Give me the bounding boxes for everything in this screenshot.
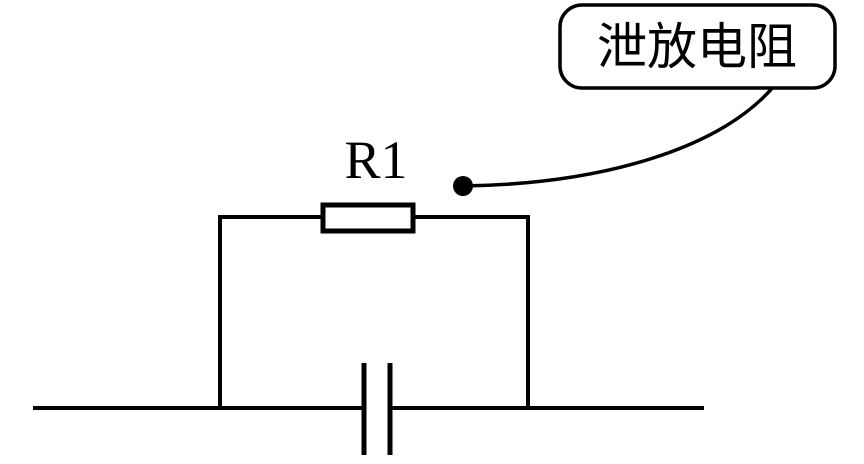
bleeder-branch-wire-left xyxy=(218,215,323,408)
callout-anchor-dot xyxy=(453,176,473,196)
callout-box xyxy=(558,3,837,90)
bleeder-branch-wire-right xyxy=(413,215,530,408)
callout-label: 泄放电阻 xyxy=(597,18,797,76)
callout-leader-line xyxy=(462,83,777,188)
resistor-label: R1 xyxy=(344,130,407,190)
resistor-r1 xyxy=(320,202,416,234)
